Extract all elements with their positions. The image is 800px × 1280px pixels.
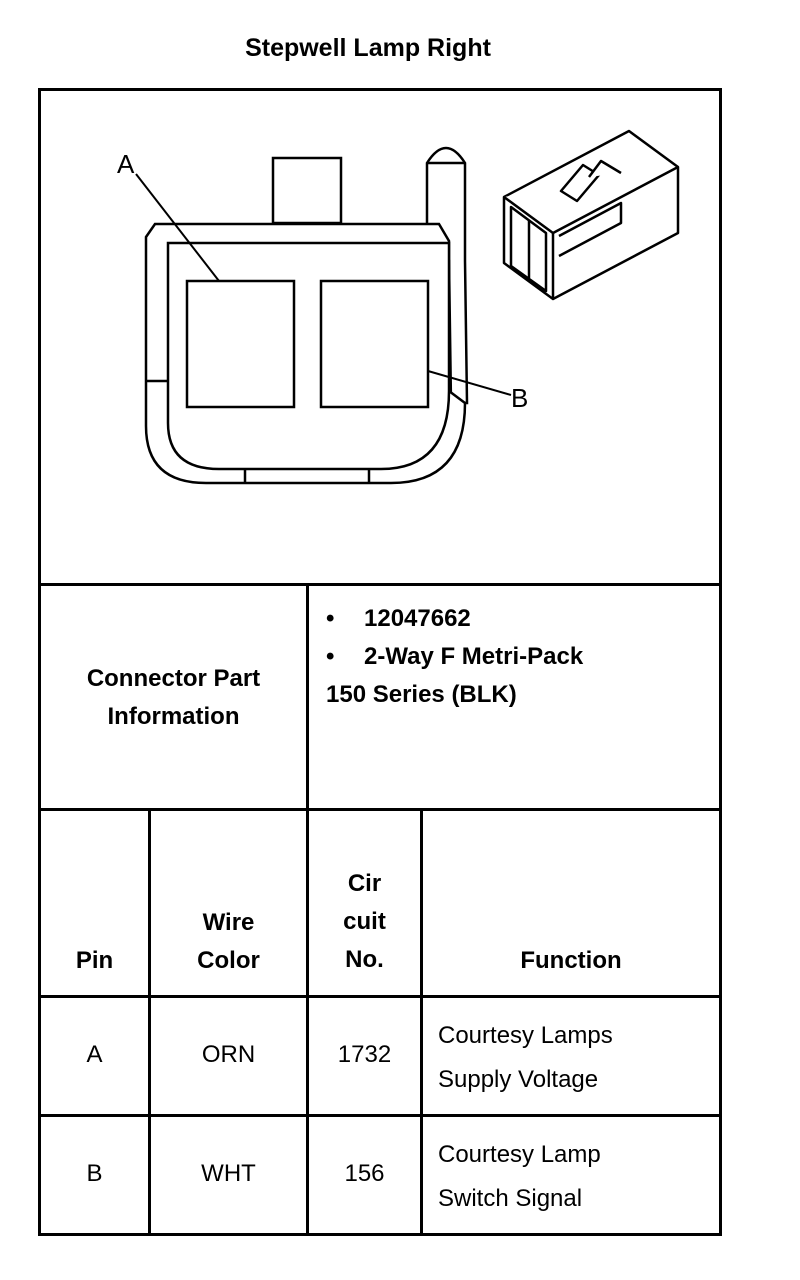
connector-latch bbox=[425, 146, 469, 405]
row-a-function: Courtesy Lamps Supply Voltage bbox=[438, 1022, 613, 1093]
connector-diagram: A B bbox=[117, 129, 680, 485]
connector-top-tab bbox=[271, 156, 343, 225]
leader-line-b bbox=[427, 370, 512, 396]
row-b-wire-color: WHT bbox=[201, 1160, 256, 1187]
connector-info-label: Connector Part Information bbox=[86, 665, 261, 730]
label-a: A bbox=[117, 149, 135, 179]
connector-series: 150 Series (BLK) bbox=[326, 681, 517, 708]
label-b: B bbox=[511, 383, 528, 413]
bullet-connector-type: •2-Way F Metri-Pack bbox=[326, 643, 584, 670]
page-title: Stepwell Lamp Right bbox=[245, 34, 491, 62]
section-divider bbox=[38, 583, 722, 586]
table-top-line bbox=[38, 808, 722, 811]
row-a-circuit: 1732 bbox=[337, 1041, 392, 1068]
column-divider bbox=[306, 808, 309, 1236]
column-divider bbox=[306, 583, 309, 809]
connector-isometric-icon bbox=[502, 129, 680, 301]
terminal-cavity-b bbox=[319, 279, 430, 409]
header-pin: Pin bbox=[75, 947, 114, 974]
column-divider bbox=[420, 808, 423, 1236]
row-b-function: Courtesy Lamp Switch Signal bbox=[438, 1141, 601, 1212]
bullet-part-number: •12047662 bbox=[326, 605, 471, 632]
terminal-cavity-a bbox=[185, 279, 296, 409]
column-divider bbox=[148, 808, 151, 1236]
header-circuit-number: Cir cuit No. bbox=[343, 870, 386, 973]
header-wire-color: Wire Color bbox=[197, 909, 260, 974]
row-divider bbox=[38, 1114, 722, 1117]
row-b-pin: B bbox=[86, 1160, 103, 1187]
header-function: Function bbox=[520, 947, 622, 974]
connector-info-details: •12047662 •2-Way F Metri-Pack 150 Series… bbox=[326, 600, 716, 714]
row-a-pin: A bbox=[86, 1041, 103, 1068]
leader-line-a bbox=[135, 173, 220, 282]
connector-table-frame bbox=[38, 88, 722, 1236]
header-divider bbox=[38, 995, 722, 998]
row-b-circuit: 156 bbox=[344, 1160, 385, 1187]
row-a-wire-color: ORN bbox=[201, 1041, 256, 1068]
